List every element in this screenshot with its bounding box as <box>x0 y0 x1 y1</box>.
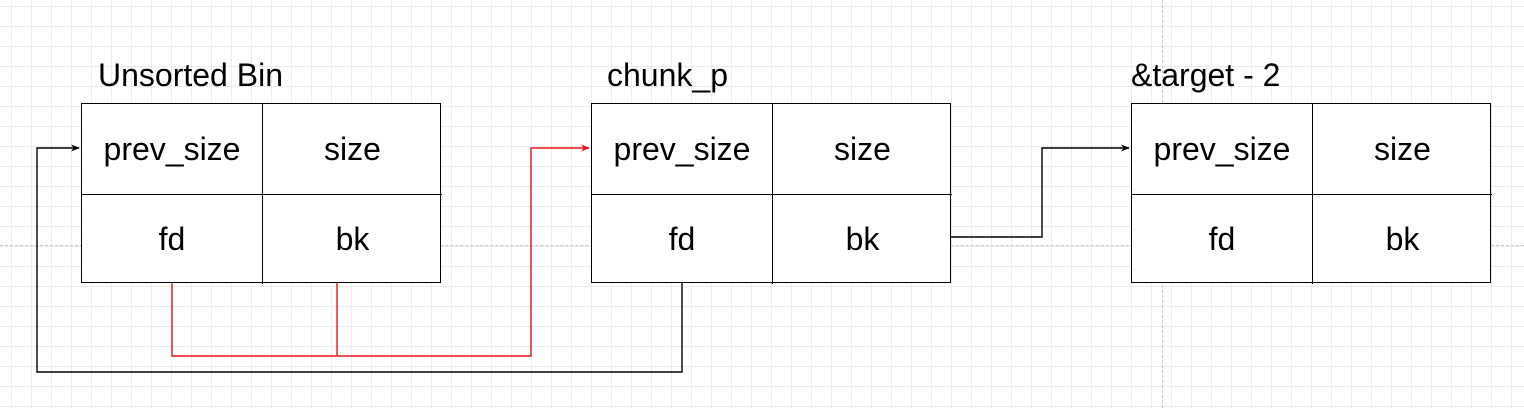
chunk-p-bk-field: bk <box>772 194 952 284</box>
chunk-p-title: chunk_p <box>607 57 728 93</box>
target-bk-field: bk <box>1312 194 1492 284</box>
chunk-p-size-field: size <box>772 104 952 194</box>
unsorted-bin-fd-field: fd <box>82 194 262 284</box>
target-fd-field: fd <box>1132 194 1312 284</box>
unsorted-bin-chunk: prev_size size fd bk <box>81 103 442 284</box>
target-size-field: size <box>1312 104 1492 194</box>
chunk-p-bk-to-target-arrow <box>951 144 1130 238</box>
target-prev-size-field: prev_size <box>1153 130 1291 167</box>
chunk-p-prev-size-field: prev_size <box>613 130 751 167</box>
unsorted-bin-size-field: size <box>262 104 442 194</box>
target-title: &target - 2 <box>1131 57 1281 93</box>
chunk-p-fd-field: fd <box>592 194 772 284</box>
chunk-p-chunk: prev_size size fd bk <box>591 103 952 284</box>
unsorted-bin-prev-size-field: prev_size <box>103 130 241 167</box>
unsorted-bin-bk-field: bk <box>262 194 442 284</box>
target-chunk: prev_size size fd bk <box>1131 103 1492 284</box>
unsorted-bin-title: Unsorted Bin <box>98 57 283 93</box>
